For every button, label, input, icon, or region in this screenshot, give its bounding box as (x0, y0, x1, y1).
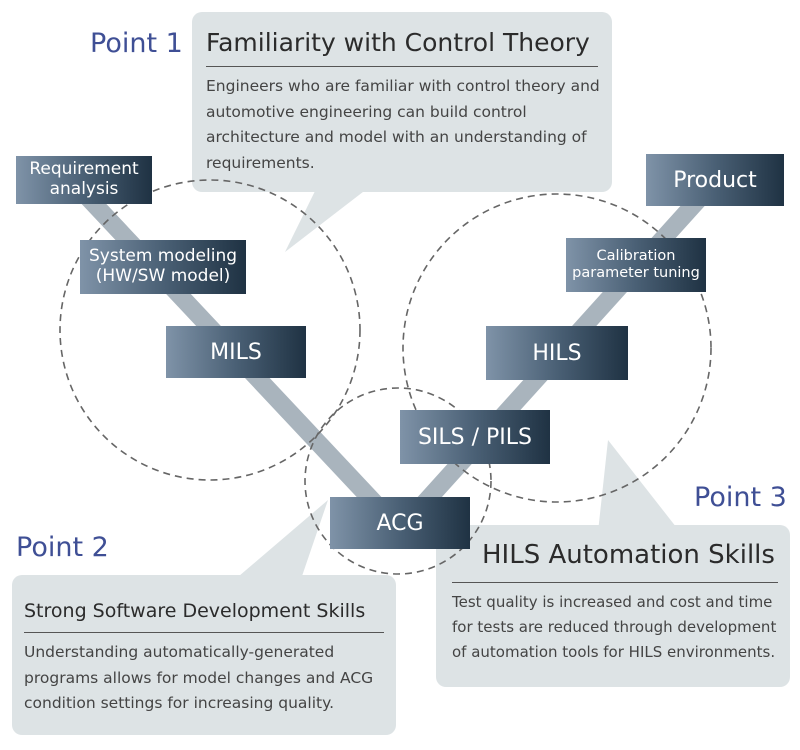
stage-sils-pils: SILS / PILS (400, 410, 550, 464)
point2-title: Strong Software Development Skills (24, 600, 366, 622)
point1-circle (59, 179, 361, 481)
point1-body: Engineers who are familiar with control … (206, 77, 600, 172)
point3-title: HILS Automation Skills (482, 540, 775, 570)
point3-body: Test quality is increased and cost and t… (452, 593, 777, 661)
callout-point2-bg (12, 575, 396, 735)
stage-hils: HILS (486, 326, 628, 380)
callout-point1-bg (192, 12, 612, 192)
stage-calibration: Calibration parameter tuning (566, 238, 706, 292)
stage-mils: MILS (166, 326, 306, 378)
point2-circle (304, 387, 492, 575)
point2-title-rule (24, 632, 384, 633)
callout-point1-pointer (285, 185, 372, 252)
stage-product: Product (646, 154, 784, 206)
point2-body: Understanding automatically-generated pr… (24, 643, 374, 713)
point1-title: Familiarity with Control Theory (206, 28, 590, 57)
callout-point2-pointer (232, 500, 328, 582)
callout-point3-bg (436, 525, 790, 687)
stage-system-modeling: System modeling (HW/SW model) (80, 240, 246, 294)
point1-title-rule (206, 66, 598, 67)
point2-label: Point 2 (16, 532, 109, 563)
point3-label: Point 3 (694, 482, 787, 513)
stage-acg: ACG (330, 497, 470, 549)
point3-title-rule (452, 582, 778, 583)
point1-label: Point 1 (90, 28, 183, 59)
point3-circle (402, 193, 712, 503)
callout-point3-pointer (598, 440, 680, 532)
stage-requirement-analysis: Requirement analysis (16, 156, 152, 204)
